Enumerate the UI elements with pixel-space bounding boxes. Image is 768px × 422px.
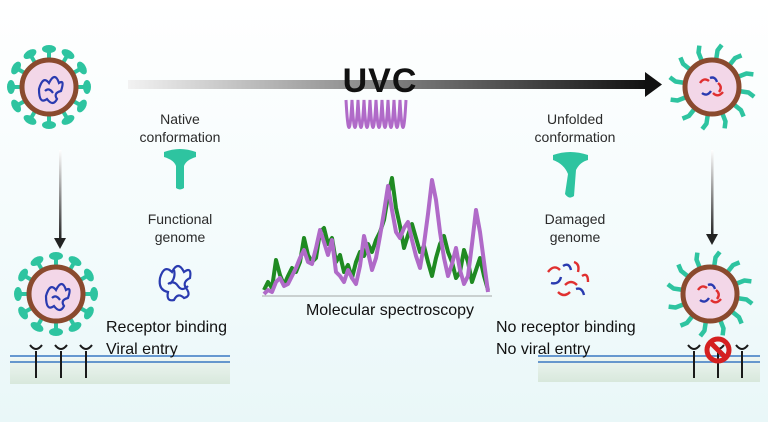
uvc-transition-arrow	[128, 72, 662, 97]
spike-head	[76, 61, 87, 75]
receptor-icon	[29, 344, 93, 378]
no-receptor-binding-label: No receptor binding	[496, 319, 636, 336]
spike-head	[14, 287, 22, 301]
unfolded-spike-icon	[553, 152, 588, 198]
spike-head	[23, 49, 37, 60]
native-conformation-label: Native conformation	[139, 111, 221, 145]
spike-head	[61, 114, 75, 125]
uv-wave-icon	[344, 99, 408, 129]
spike-head	[61, 49, 75, 60]
rna-fragment	[699, 78, 710, 84]
native-spike-icon	[164, 149, 196, 190]
spike-head	[18, 268, 29, 282]
viral-entry-label: Viral entry	[106, 341, 178, 358]
spike-head	[83, 268, 94, 282]
rna-fragment	[699, 297, 710, 303]
capsid	[682, 57, 742, 117]
capsid	[19, 57, 79, 117]
spike-head	[68, 321, 82, 332]
blocked-virus-icon	[666, 250, 754, 338]
receptor-icon	[687, 344, 749, 378]
spike-head	[30, 256, 44, 267]
uvc-label: UVC	[342, 62, 418, 100]
rna-fragment	[710, 298, 722, 304]
rna-strand	[44, 282, 71, 312]
functional-genome-label: Functional genome	[147, 211, 213, 245]
spike-head	[42, 45, 56, 53]
spike-head	[90, 287, 98, 301]
spike-head	[49, 328, 63, 336]
green-spectrum-trace	[262, 176, 490, 291]
no-viral-entry-label: No viral entry	[496, 341, 591, 358]
spike-head	[42, 121, 56, 129]
spike-head	[11, 61, 22, 75]
spike-head	[68, 256, 82, 267]
spike-head	[7, 80, 15, 94]
rna-fragment	[701, 90, 712, 96]
right-down-arrow	[706, 150, 718, 245]
rna-fragment	[709, 76, 719, 83]
rna-fragment	[707, 283, 717, 290]
left-cell-membrane	[10, 355, 230, 384]
damaged-genome-label: Damaged genome	[544, 211, 606, 245]
spike-head	[49, 252, 63, 260]
spike-head	[23, 114, 37, 125]
bound-virus-icon	[14, 252, 98, 336]
rna-fragment	[715, 289, 720, 300]
spike-head	[76, 99, 87, 113]
rna-fragment	[717, 82, 722, 93]
spike-head	[30, 321, 44, 332]
purple-spectrum-trace	[262, 178, 490, 296]
rna-fragment	[712, 91, 724, 97]
spike-head	[11, 99, 22, 113]
damaged-virus-icon	[668, 43, 756, 131]
spike-head	[18, 306, 29, 320]
receptor-binding-label: Receptor binding	[106, 319, 227, 336]
capsid	[680, 264, 740, 324]
rna-fragment	[697, 285, 708, 291]
spike-head	[83, 80, 91, 94]
rna-strand	[37, 75, 64, 105]
spectroscopy-plot	[262, 176, 492, 297]
spike-head	[83, 306, 94, 320]
unfolded-conformation-label: Unfolded conformation	[534, 111, 616, 145]
molecular-spectroscopy-label: Molecular spectroscopy	[305, 302, 475, 319]
blocked-entry-icon	[704, 336, 732, 364]
damaged-genome-icon	[547, 260, 590, 297]
functional-genome-icon	[158, 264, 192, 302]
native-virus-icon	[7, 45, 91, 129]
left-down-arrow	[54, 150, 66, 249]
capsid	[26, 264, 86, 324]
